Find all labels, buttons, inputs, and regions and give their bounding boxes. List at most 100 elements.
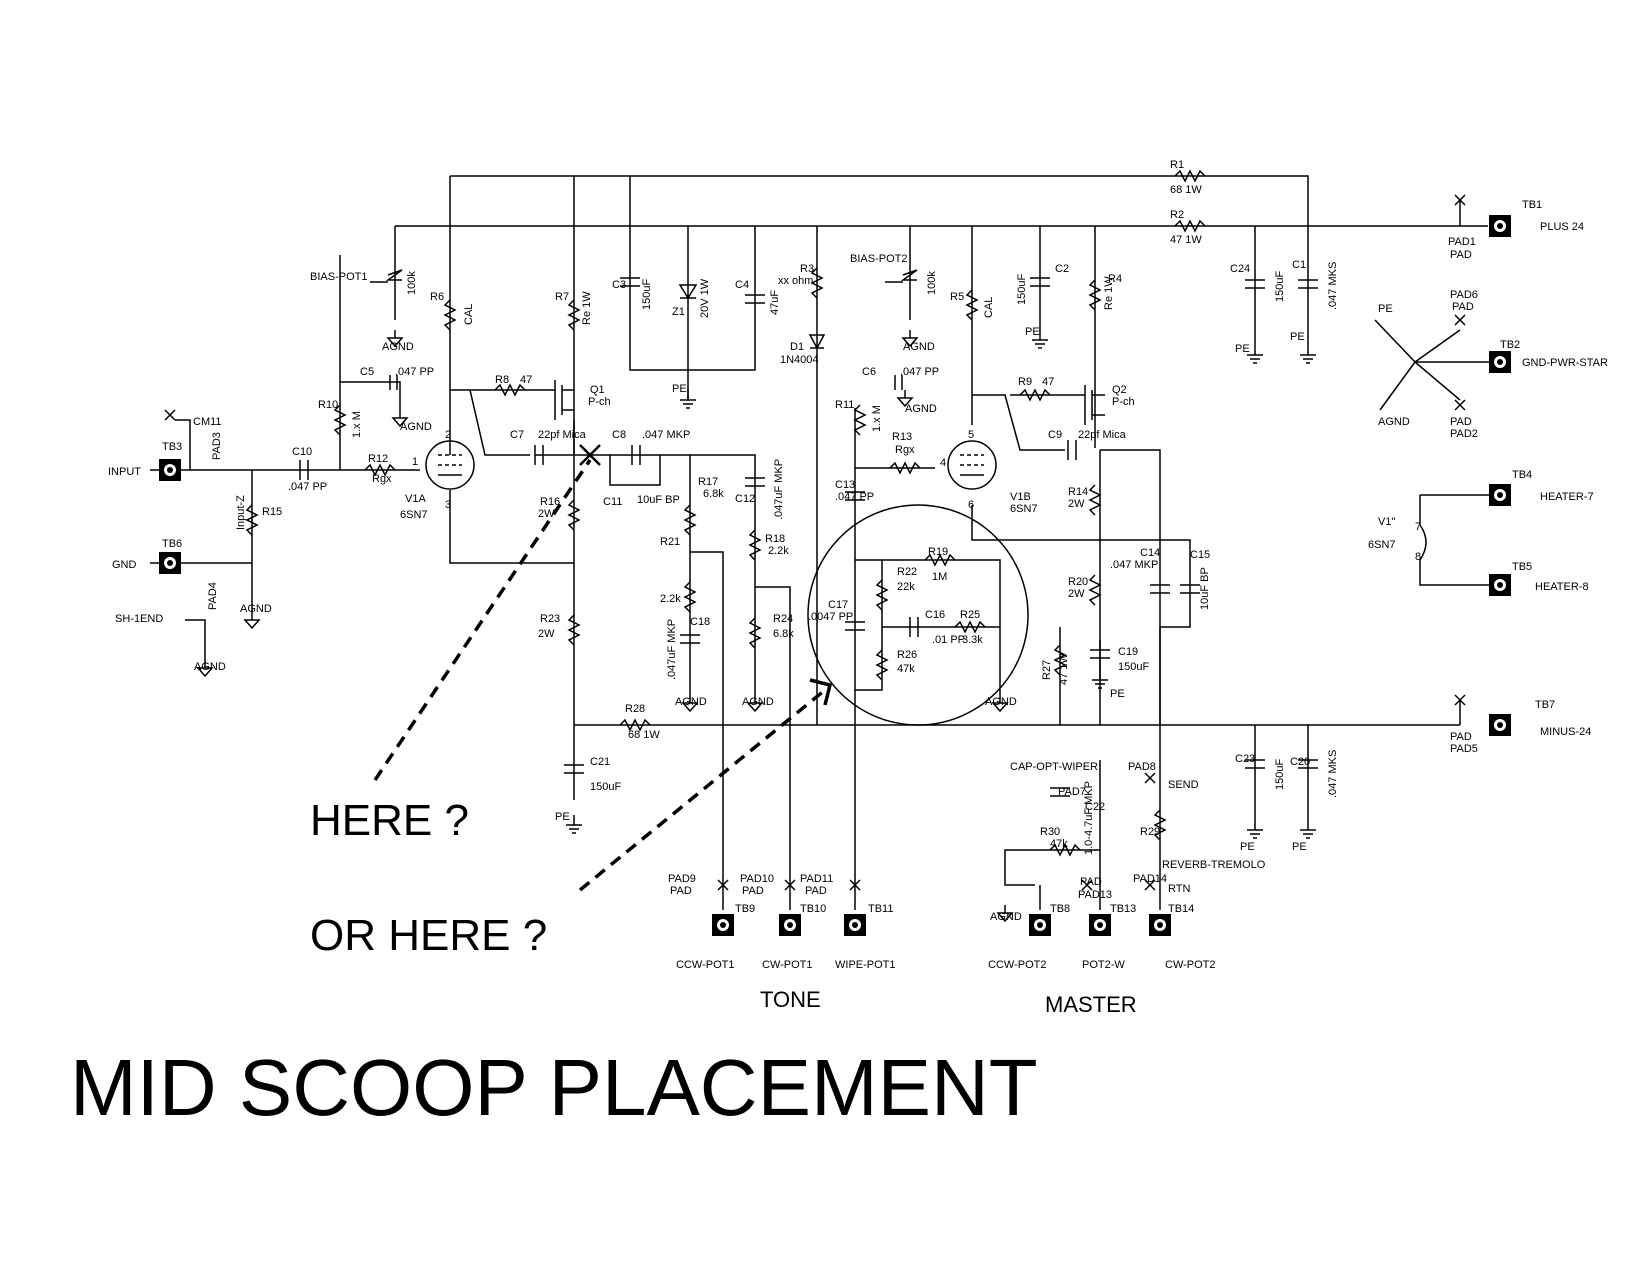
label-pad9: PAD9 — [668, 873, 696, 885]
label-send: SEND — [1168, 779, 1199, 791]
label-c16: C16 — [925, 609, 945, 621]
label-r2-value: 47 1W — [1170, 234, 1202, 246]
label-r30: R30 — [1040, 826, 1060, 838]
label-agnd-circle: AGND — [985, 696, 1017, 708]
label-c15-value: 10uF BP — [1199, 567, 1211, 610]
label-tb7: TB7 — [1535, 699, 1555, 711]
label-pad10-pad: PAD — [742, 885, 764, 897]
label-agnd-pad4: AGND — [194, 661, 226, 673]
label-inputz: Input-Z — [235, 495, 247, 530]
label-c16-value: .01 PP — [932, 634, 965, 646]
label-v1b-tube: 6SN7 — [1010, 503, 1038, 515]
label-r24-value: 6.8k — [773, 628, 794, 640]
label-r22: R22 — [897, 566, 917, 578]
label-pe-c21: PE — [555, 811, 570, 823]
label-pad13: PAD13 — [1078, 889, 1112, 901]
label-r10: R10 — [318, 399, 338, 411]
annotations: TONE MASTER HERE ? OR HERE ? MID SCOOP P… — [70, 796, 1137, 1132]
label-r25: R25 — [960, 609, 980, 621]
label-c18: C18 — [690, 616, 710, 628]
label-c23: C23 — [1235, 753, 1255, 765]
label-d1-value: 1N4004 — [780, 354, 819, 366]
label-r21-value: 2.2k — [660, 593, 681, 605]
label-tb6: TB6 — [162, 538, 182, 550]
label-c22: C22 — [1085, 801, 1105, 813]
label-c13-value: .047 PP — [835, 491, 874, 503]
label-pot2w: POT2-W — [1082, 959, 1125, 971]
label-agnd-r24: AGND — [742, 696, 774, 708]
label-r10-value: 1.x M — [351, 411, 363, 438]
label-c9-value: 22pf Mica — [1078, 429, 1127, 441]
label-c24-value: 150uF — [1274, 271, 1286, 302]
label-agnd-c5: AGND — [400, 421, 432, 433]
label-r4-value: Re 1W — [1103, 276, 1115, 310]
label-pin1: 1 — [412, 456, 418, 468]
label-c7-value: 22pf Mica — [538, 429, 587, 441]
page-title: MID SCOOP PLACEMENT — [70, 1043, 1038, 1132]
label-c14-value: .047 MKP — [1110, 559, 1158, 571]
label-pe-c1: PE — [1290, 331, 1305, 343]
label-tb2: TB2 — [1500, 339, 1520, 351]
label-r9: R9 — [1018, 376, 1032, 388]
label-r23-value: 2W — [538, 628, 555, 640]
label-c17-value: .0047 PP — [808, 611, 853, 623]
label-tb10: TB10 — [800, 903, 826, 915]
components — [245, 169, 1427, 892]
label-z1: Z1 — [672, 306, 685, 318]
label-agnd-c6: AGND — [905, 403, 937, 415]
label-agnd-pot1: AGND — [382, 341, 414, 353]
label-r11-value: 1.x M — [871, 405, 883, 432]
label-r13-value: Rgx — [895, 444, 915, 456]
component-labels: R1 68 1W R2 47 1W TB1 PAD1 PAD PLUS 24 C… — [108, 159, 1608, 971]
label-r19: R19 — [928, 546, 948, 558]
label-c5-value: .047 PP — [395, 366, 434, 378]
label-biaspot1: BIAS-POT1 — [310, 271, 367, 283]
label-q1: Q1 — [590, 384, 605, 396]
label-agnd-pot2: AGND — [903, 341, 935, 353]
label-pe-c2: PE — [1025, 326, 1040, 338]
label-tb11: TB11 — [868, 903, 893, 915]
label-r22-value: 22k — [897, 581, 915, 593]
label-c21: C21 — [590, 756, 610, 768]
label-c2: C2 — [1055, 263, 1069, 275]
label-r28: R28 — [625, 703, 645, 715]
label-pad5-pad: PAD — [1450, 731, 1472, 743]
label-pe-star: PE — [1378, 303, 1393, 315]
label-r3-value: xx ohm — [778, 275, 813, 287]
label-c6-value: .047 PP — [900, 366, 939, 378]
label-r17-value: 6.8k — [703, 488, 724, 500]
label-input: INPUT — [108, 466, 141, 478]
label-c7: C7 — [510, 429, 524, 441]
label-d1: D1 — [790, 341, 804, 353]
label-c1: C1 — [1292, 259, 1306, 271]
label-biaspot1-value: 100k — [406, 271, 418, 295]
label-r15: R15 — [262, 506, 282, 518]
label-r29: R29 — [1140, 826, 1160, 838]
label-r18-value: 2.2k — [768, 545, 789, 557]
label-cm11: CM11 — [193, 416, 222, 428]
label-tb1: TB1 — [1522, 199, 1542, 211]
label-r25-value: 3.3k — [962, 634, 983, 646]
label-pad11: PAD11 — [800, 873, 833, 885]
label-pe-c20: PE — [1292, 841, 1307, 853]
label-c1-value: .047 MKS — [1327, 262, 1339, 310]
label-pe-c19: PE — [1110, 688, 1125, 700]
label-tb4: TB4 — [1512, 469, 1532, 481]
label-c6: C6 — [862, 366, 876, 378]
annotation-here: HERE ? — [310, 796, 469, 845]
label-c9: C9 — [1048, 429, 1062, 441]
label-r27: R27 — [1041, 660, 1053, 680]
label-pad7: PAD7 — [1058, 786, 1086, 798]
label-r11: R11 — [835, 399, 854, 411]
label-pad2b: PAD — [1450, 416, 1472, 428]
label-v1b: V1B — [1010, 491, 1031, 503]
label-agnd-c18: AGND — [675, 696, 707, 708]
label-r8: R8 — [495, 374, 509, 386]
label-tb13: TB13 — [1110, 903, 1136, 915]
label-c19-value: 150uF — [1118, 661, 1149, 673]
label-pin3: 3 — [445, 499, 451, 511]
label-r13: R13 — [892, 431, 912, 443]
label-r14-value: 2W — [1068, 498, 1085, 510]
label-c5: C5 — [360, 366, 374, 378]
